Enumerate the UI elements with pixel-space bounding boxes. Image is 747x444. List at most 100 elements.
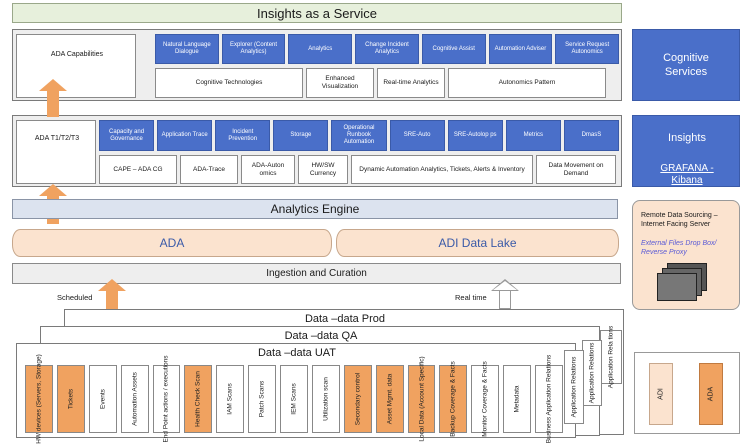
data-layer-uat-label: Data –data UAT [257, 347, 337, 359]
capability-tile: Explorer (Content Analytics) [221, 34, 286, 64]
tier-tile: Storage [273, 120, 329, 151]
data-source-cell: Automation Assets [120, 365, 149, 433]
data-source-cell: Secondary control [343, 365, 372, 433]
data-source-label: Patch Scans [258, 380, 266, 418]
capability-area: Real-time Analytics [377, 68, 445, 98]
real-time-arrow [491, 279, 519, 309]
capability-tile: Change Incident Analytics [355, 34, 419, 64]
cognitive-services-box: Cognitive Services [632, 29, 740, 101]
analytics-engine-label: Analytics Engine [270, 202, 360, 216]
capability-tile: Natural Language Dialogue [155, 34, 219, 64]
capability-tile: Automation Adviser [488, 34, 553, 64]
server-stack-icon [655, 263, 715, 307]
data-source-cell: Monitor Coverage & Facts [471, 361, 500, 437]
ada-capabilities-label: ADA Capabilities [50, 51, 104, 58]
grafana-link[interactable]: GRAFANA - Kibana [660, 163, 714, 186]
data-source-label: IAM Scans [226, 383, 234, 415]
tier-tile: Metrics [505, 120, 561, 151]
title-bar: Insights as a Service [12, 3, 622, 23]
analytics-engine-bar: Analytics Engine [12, 199, 618, 219]
ada-database: ADA [12, 229, 332, 257]
ada-database-label: ADA [159, 236, 185, 250]
data-source-cell: Events [88, 365, 117, 433]
tier-tile: SRE-Autolop ps [447, 120, 503, 151]
legend-ada-label: ADA [707, 386, 715, 402]
scheduled-arrow [98, 279, 126, 309]
remote-data-subtitle: External Files Drop Box/ Reverse Proxy [641, 240, 717, 256]
data-layer-qa-label: Data –data QA [284, 330, 358, 342]
tier-area: CAPE – ADA CG [99, 155, 177, 184]
ada-tiers-label: ADA T1/T2/T3 [34, 135, 80, 142]
capability-tile: Service Request Autonomics [555, 34, 619, 64]
real-time-label: Real time [455, 293, 487, 302]
data-source-label: HW devices (Servers, Storage) [35, 354, 43, 444]
tier-area: Dynamic Automation Analytics, Tickets, A… [351, 155, 533, 184]
data-source-cell: Metadata [503, 365, 532, 433]
data-source-cell: IAM Scans [216, 365, 245, 433]
data-layer-prod-label: Data –data Prod [304, 313, 386, 325]
data-source-label: Local Data (Account Specific) [417, 356, 425, 442]
data-source-label: Secondary control [354, 372, 361, 426]
capability-area: Enhanced Visualization [306, 68, 374, 98]
data-source-cell: Local Data (Account Specific) [407, 356, 436, 442]
data-source-label: Events [98, 389, 106, 409]
data-source-cell: End Point actions / executions [152, 355, 181, 443]
tier-tile: Application Trace [157, 120, 213, 151]
ingestion-bar: Ingestion and Curation [12, 263, 621, 284]
data-source-cell: Backup Coverage & Facts [439, 361, 468, 437]
legend-ada-swatch: ADA [699, 363, 723, 425]
data-source-label: Business Application Relations [545, 354, 553, 444]
remote-data-box: Remote Data Sourcing – Internet Facing S… [632, 200, 740, 310]
adi-data-lake: ADI Data Lake [336, 229, 619, 257]
adi-data-lake-label: ADI Data Lake [438, 236, 517, 250]
tier-area: ADA-Trace [180, 155, 238, 184]
data-source-label: Metadata [513, 385, 521, 413]
capability-area: Cognitive Technologies [155, 68, 303, 98]
tier-tile: DmasS [563, 120, 619, 151]
insights-box: Insights GRAFANA - Kibana [632, 115, 740, 187]
data-source-cell: Utilization scan [311, 365, 340, 433]
stack-tab-prod: Application Rela tions [600, 326, 622, 388]
ada-tiers-box: ADA T1/T2/T3 [16, 120, 96, 184]
insights-label: Insights [668, 132, 706, 144]
data-source-label: End Point actions / executions [162, 355, 170, 443]
data-source-label: Health Check Scan [194, 371, 202, 427]
capability-tile: Cognitive Assist [421, 34, 486, 64]
data-source-label: Automation Assets [130, 372, 138, 426]
tier-tile: Capacity and Governance [99, 120, 155, 151]
tier-area: ADA-Auton omics [241, 155, 295, 184]
data-source-cell: Asset Mgmt. data [375, 365, 404, 433]
up-arrow-top [39, 79, 67, 117]
capability-tile: Analytics [288, 34, 353, 64]
ada-capabilities-box: ADA Capabilities [16, 34, 136, 98]
data-layer-uat: Data –data UAT HW devices (Servers, Stor… [16, 343, 576, 444]
ada-capabilities-panel: ADA Capabilities Natural Language Dialog… [12, 29, 622, 101]
data-source-label: Tickets [67, 388, 75, 410]
tier-area: Data Movement on Demand [536, 155, 616, 184]
data-source-cell: IEM Scans [280, 365, 308, 433]
data-source-cell: Business Application Relations [535, 355, 563, 443]
data-source-label: Monitor Coverage & Facts [481, 361, 489, 437]
data-source-label: Asset Mgmt. data [385, 373, 393, 425]
legend-adi-label: ADI [657, 388, 665, 400]
data-source-label: Utilization scan [322, 377, 330, 421]
data-source-cell: Patch Scans [248, 365, 277, 433]
ingestion-label: Ingestion and Curation [266, 268, 367, 279]
legend-adi-swatch: ADI [649, 363, 673, 425]
stack-tab-uat: Application Relations [564, 350, 584, 424]
stack-tab-qa: Application Relations [582, 340, 602, 406]
scheduled-label: Scheduled [57, 293, 93, 302]
data-source-label: Backup Coverage & Facts [449, 361, 457, 437]
data-source-cell: Health Check Scan [184, 365, 213, 433]
data-source-cell: HW devices (Servers, Storage) [25, 354, 53, 444]
data-source-label: IEM Scans [290, 383, 298, 415]
tier-tile: Operational Runbook Automation [331, 120, 387, 151]
remote-data-title: Remote Data Sourcing – Internet Facing S… [641, 212, 718, 228]
legend-box: ADI ADA [634, 352, 740, 434]
tier-tile: Incident Prevention [215, 120, 271, 151]
capability-area: Autonomics Pattern [448, 68, 606, 98]
tier-tile: SRE-Auto [389, 120, 445, 151]
cognitive-services-label: Cognitive Services [663, 52, 709, 78]
tier-area: HW/SW Currency [298, 155, 348, 184]
